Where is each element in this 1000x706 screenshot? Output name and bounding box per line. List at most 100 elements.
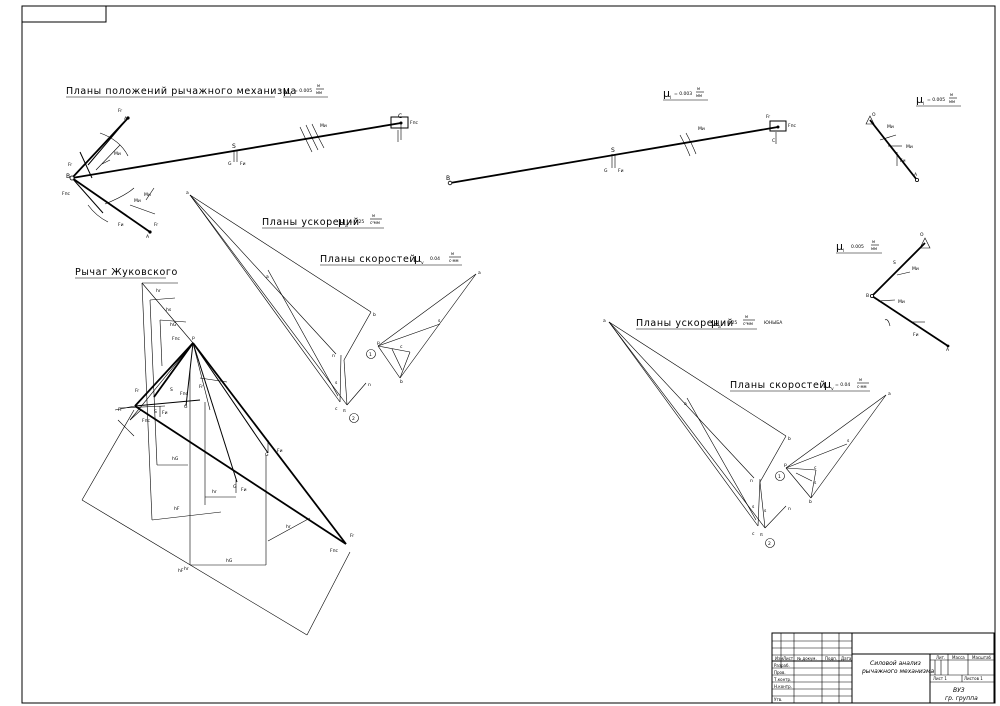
- org-line1: ВУЗ: [953, 687, 965, 694]
- svg-text:b: b: [809, 499, 812, 505]
- svg-text:м: м: [317, 83, 320, 88]
- svg-text:мм: мм: [949, 99, 955, 104]
- svg-text:Fr: Fr: [350, 533, 354, 539]
- svg-text:π: π: [343, 409, 346, 414]
- svg-text:s: s: [814, 481, 817, 486]
- scale-positions-left: μ l = 0.005 м мм: [283, 83, 328, 98]
- svg-text:м: м: [697, 86, 700, 91]
- svg-text:Fпс: Fпс: [788, 123, 797, 129]
- svg-text:hr: hr: [184, 566, 189, 572]
- svg-text:Mи: Mи: [887, 124, 894, 130]
- svg-text:Fи: Fи: [277, 448, 283, 454]
- scale-vel-left: μ v 0.04 м с·мм: [320, 251, 462, 266]
- svg-text:Масштаб: Масштаб: [972, 655, 992, 660]
- svg-text:a: a: [603, 319, 606, 324]
- svg-text:p: p: [192, 336, 195, 341]
- scale-vel-right: μ v = 0.04 м с·мм: [730, 377, 870, 392]
- svg-text:a: a: [186, 191, 189, 196]
- svg-text:Подп.: Подп.: [825, 656, 837, 661]
- svg-text:G: G: [265, 452, 269, 458]
- svg-text:с²мм: с²мм: [743, 321, 753, 326]
- svg-text:Fr: Fr: [199, 384, 203, 390]
- svg-text:м: м: [859, 377, 862, 382]
- svg-text:Лист: Лист: [783, 656, 794, 661]
- svg-text:Fи: Fи: [618, 168, 624, 174]
- svg-text:S: S: [154, 409, 157, 415]
- svg-text:Листов 1: Листов 1: [964, 676, 983, 681]
- svg-text:= 0.25: = 0.25: [722, 320, 737, 326]
- svg-text:= 0.25: = 0.25: [349, 219, 364, 225]
- drawing-frame: [21, 5, 996, 704]
- svg-text:b: b: [788, 436, 791, 442]
- svg-text:Fи: Fи: [241, 487, 247, 493]
- svg-text:Mи: Mи: [134, 198, 141, 204]
- svg-text:b: b: [373, 312, 376, 318]
- svg-text:с·мм: с·мм: [449, 258, 459, 263]
- svg-text:s: s: [752, 505, 755, 510]
- svg-text:Fr: Fr: [135, 388, 139, 394]
- svg-text:O: O: [920, 232, 924, 238]
- svg-text:Н.контр.: Н.контр.: [774, 684, 792, 689]
- crank-small-top: μ l = 0.005 м мм O Mи Mи Fи A: [865, 92, 961, 182]
- svg-text:l: l: [843, 248, 844, 254]
- positions-plan-left: Планы положений рычажного механизма μ l …: [62, 83, 419, 240]
- svg-text:G: G: [233, 484, 237, 490]
- zhukovsky-lever: Рычаг Жуковского: [75, 267, 354, 636]
- positions-plan-right: μ l = 0.003 м мм B S Fи G Mи Fr Fпс C: [446, 86, 797, 186]
- svg-text:с·мм: с·мм: [857, 384, 867, 389]
- heading-accel-right: Планы ускорений: [636, 318, 734, 329]
- svg-text:n: n: [750, 479, 753, 484]
- svg-text:μ: μ: [711, 316, 718, 329]
- org-line2: гр. группа: [945, 695, 978, 702]
- heading-positions-left: Планы положений рычажного механизма: [66, 86, 297, 97]
- svg-text:B: B: [446, 175, 450, 182]
- svg-text:p: p: [784, 463, 787, 468]
- heading-accel-left: Планы ускорений: [262, 217, 360, 228]
- svg-text:= 0.005: = 0.005: [294, 88, 312, 94]
- svg-text:Mи: Mи: [898, 299, 905, 305]
- svg-text:s: s: [438, 319, 441, 324]
- svg-text:Mи: Mи: [320, 123, 327, 129]
- svg-text:B: B: [66, 173, 70, 180]
- svg-text:hr: hr: [156, 288, 161, 294]
- svg-text:Fпс: Fпс: [62, 191, 71, 197]
- svg-text:Fи: Fи: [118, 222, 124, 228]
- svg-text:Fr: Fr: [118, 407, 122, 413]
- svg-text:S: S: [170, 387, 173, 393]
- svg-text:A: A: [146, 234, 150, 240]
- svg-text:b: b: [400, 379, 403, 385]
- svg-text:a: a: [718, 325, 721, 330]
- svg-text:hG: hG: [226, 558, 233, 564]
- accel-vel-plans-right: Планы ускорений μ a = 0.25 м с²мм ЮНЫБА …: [603, 314, 891, 548]
- svg-text:c: c: [400, 345, 403, 350]
- svg-text:= 0.005: = 0.005: [927, 97, 945, 103]
- svg-text:μ: μ: [283, 84, 290, 97]
- svg-text:Масса: Масса: [952, 655, 965, 660]
- svg-text:l: l: [670, 95, 671, 101]
- svg-text:2: 2: [768, 541, 771, 547]
- svg-text:Разраб.: Разраб.: [774, 663, 790, 668]
- svg-text:s: s: [764, 509, 767, 514]
- svg-text:π: π: [760, 533, 763, 538]
- svg-text:l: l: [290, 92, 291, 98]
- svg-text:a: a: [266, 275, 269, 280]
- svg-text:Fпс: Fпс: [142, 418, 151, 424]
- svg-text:A: A: [124, 116, 128, 122]
- svg-text:S: S: [611, 147, 615, 154]
- scale-accel-left: μ a = 0.25 м с²мм: [262, 213, 384, 229]
- svg-text:n: n: [788, 507, 791, 512]
- svg-text:l: l: [923, 101, 924, 107]
- svg-text:Mи: Mи: [114, 151, 121, 157]
- svg-text:A: A: [914, 172, 918, 178]
- svg-text:a: a: [684, 402, 687, 407]
- svg-text:Mи: Mи: [144, 192, 151, 198]
- svg-text:2: 2: [352, 416, 355, 422]
- svg-text:G: G: [184, 404, 188, 410]
- svg-text:a: a: [888, 392, 891, 397]
- svg-text:p: p: [377, 341, 380, 346]
- svg-text:Лит.: Лит.: [936, 655, 945, 660]
- svg-text:Дата: Дата: [841, 656, 852, 661]
- scale-positions-small1: μ l = 0.005 м мм: [916, 92, 961, 107]
- title-block: Изм. Разраб. Пров. Т.контр. Н.контр. Утв…: [771, 632, 995, 704]
